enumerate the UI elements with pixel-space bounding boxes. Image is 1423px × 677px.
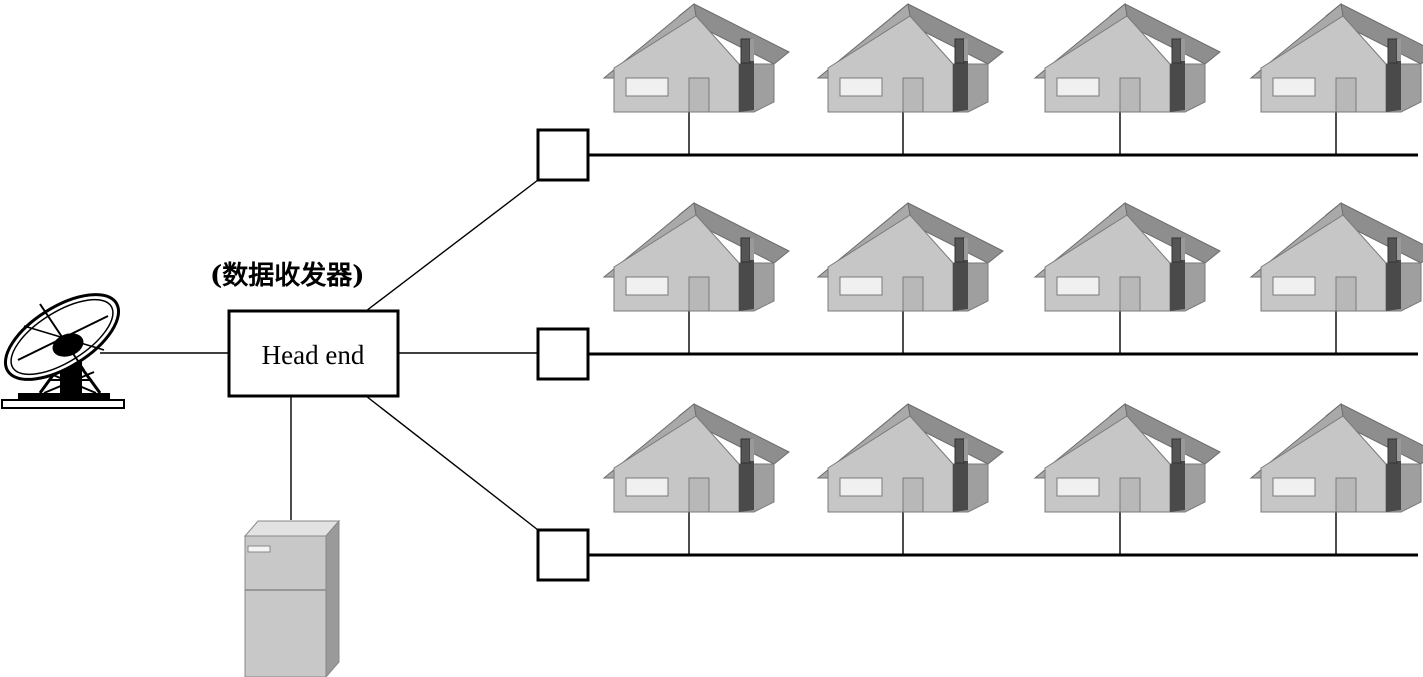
headend-box: Head end [227,309,400,398]
house-icon [817,3,1004,113]
branch-3 [536,528,1418,582]
house-icon [1250,202,1423,312]
house-row-3 [603,403,1423,555]
headend-caption: (数据收发器) [210,260,365,291]
headend-to-node-3-wire [365,395,539,531]
house-icon [1250,403,1423,513]
house-icon [1250,3,1423,113]
house-icon [603,3,790,113]
house-icon [1034,202,1221,312]
house-icon [817,403,1004,513]
headend-label: Head end [262,340,365,370]
house-icon [603,403,790,513]
server-tower-icon [243,519,341,677]
satellite-dish-icon [1,293,125,409]
house-row-1 [603,3,1423,155]
distribution-node-icon [536,128,590,182]
distribution-node-icon [536,327,590,381]
headend-to-node-1-wire [365,179,539,312]
house-icon [817,202,1004,312]
house-icon [603,202,790,312]
branch-2 [536,327,1418,381]
house-icon [1034,3,1221,113]
branch-1 [536,128,1418,182]
distribution-node-icon [536,528,590,582]
house-row-2 [603,202,1423,354]
house-icon [1034,403,1221,513]
